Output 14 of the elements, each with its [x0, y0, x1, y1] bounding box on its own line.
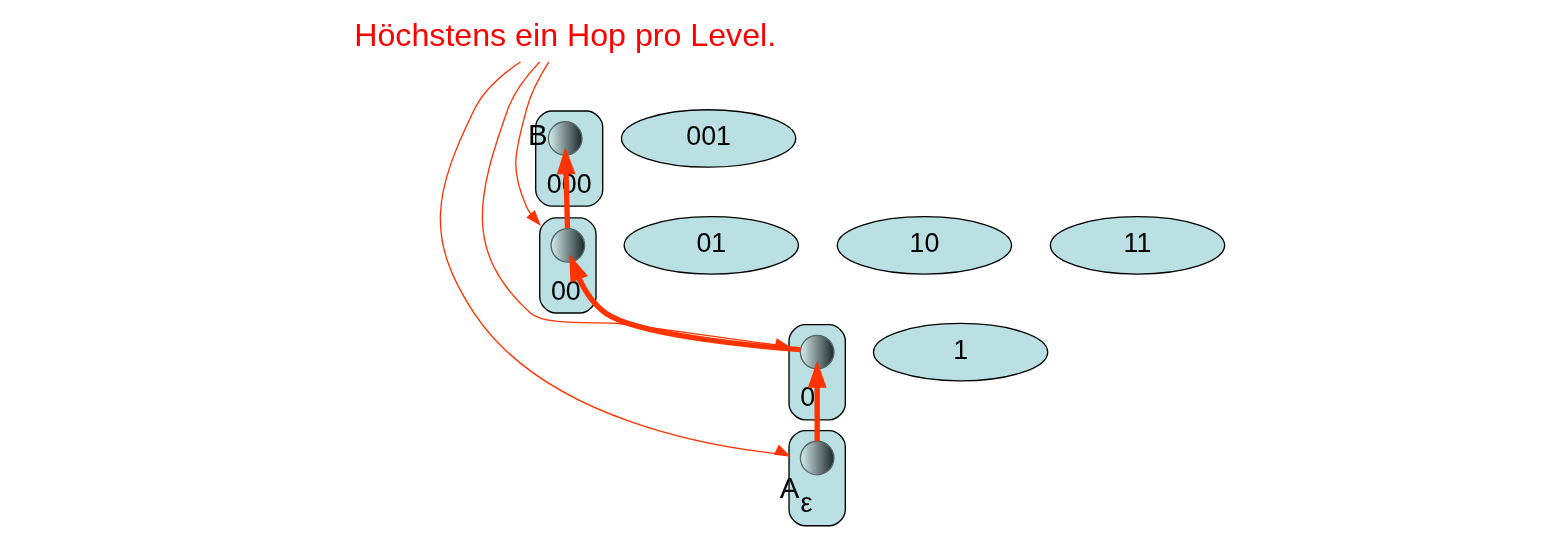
- node-ellipse: 001: [620, 109, 797, 168]
- node-circle: [799, 334, 835, 370]
- node-text: Höchstens ein Hop pro Level.: [354, 16, 777, 53]
- node-ellipse: 01: [623, 215, 800, 275]
- arrow: [515, 61, 550, 226]
- node-ellipse: 1: [872, 322, 1049, 382]
- node-circle: [547, 121, 583, 156]
- arrow: [807, 360, 827, 442]
- cluster: 00: [539, 217, 597, 314]
- node-circle: [799, 440, 835, 476]
- node-ellipse: 11: [1049, 215, 1226, 275]
- node-ellipse: 10: [836, 215, 1013, 275]
- node-circle: [550, 227, 586, 263]
- cluster: 0: [788, 324, 846, 421]
